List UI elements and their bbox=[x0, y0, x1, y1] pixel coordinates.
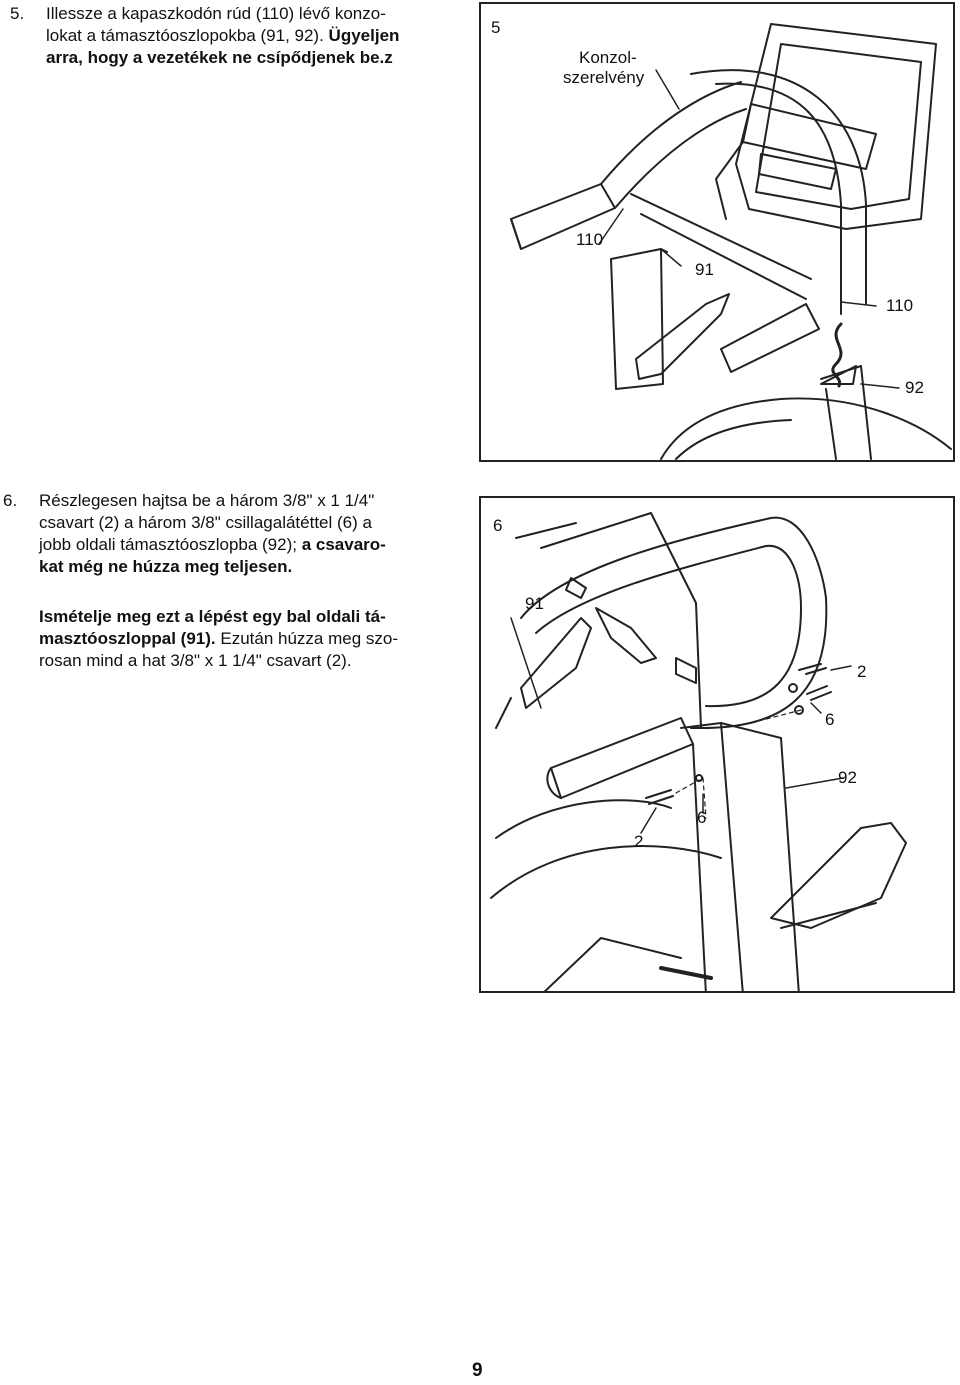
step-5-text: Illessze a kapaszkodón rúd (110) lévő ko… bbox=[46, 3, 399, 69]
label-part-6-top: 6 bbox=[825, 710, 835, 729]
text-line: lokat a támasztóoszlopokba (91, 92). Ügy… bbox=[46, 26, 400, 45]
step-number: 6. bbox=[3, 491, 18, 510]
label-part-110-left: 110 bbox=[576, 230, 604, 249]
step-number: 5. bbox=[10, 4, 25, 23]
label-part-91: 91 bbox=[525, 594, 544, 613]
label-part-110-right: 110 bbox=[886, 296, 914, 315]
figure-5: 5 bbox=[479, 2, 955, 462]
label-console-line2: szerelvény bbox=[563, 68, 645, 87]
label-part-2-bottom: 2 bbox=[634, 832, 644, 851]
text-line: rosan mind a hat 3/8" x 1 1/4" csavart (… bbox=[39, 651, 352, 670]
label-part-2-top: 2 bbox=[857, 662, 867, 681]
label-part-6-bottom: 6 bbox=[697, 808, 707, 827]
step-6-paragraph-1: Részlegesen hajtsa be a három 3/8" x 1 1… bbox=[39, 490, 386, 578]
label-part-92: 92 bbox=[838, 768, 857, 787]
treadmill-console-illustration bbox=[510, 23, 952, 460]
figure-6: 6 bbox=[479, 496, 955, 993]
text-line: jobb oldali támasztóoszlopba (92); a csa… bbox=[39, 535, 386, 554]
text-line: arra, hogy a vezetékek ne csípődjenek be… bbox=[46, 48, 393, 67]
text-line: Illessze a kapaszkodón rúd (110) lévő ko… bbox=[46, 4, 386, 23]
figure-number: 6 bbox=[493, 516, 503, 535]
step-6-paragraph-2: Ismételje meg ezt a lépést egy bal oldal… bbox=[39, 606, 398, 672]
label-part-91: 91 bbox=[695, 260, 714, 279]
label-console-line1: Konzol- bbox=[579, 48, 637, 67]
text-line: kat még ne húzza meg teljesen. bbox=[39, 557, 293, 576]
support-column-bolts-illustration bbox=[490, 512, 907, 991]
figure-number: 5 bbox=[491, 18, 501, 37]
label-part-92: 92 bbox=[905, 378, 924, 397]
text-line: masztóoszloppal (91). Ezután húzza meg s… bbox=[39, 629, 399, 648]
text-line: Részlegesen hajtsa be a három 3/8" x 1 1… bbox=[39, 491, 375, 510]
step-5-instructions: 5. Illessze a kapaszkodón rúd (110) lévő… bbox=[10, 3, 460, 73]
page-number: 9 bbox=[472, 1360, 483, 1381]
text-line: Ismételje meg ezt a lépést egy bal oldal… bbox=[39, 607, 386, 626]
text-line: csavart (2) a három 3/8" csillagalátétte… bbox=[39, 513, 372, 532]
step-6-instructions: 6. Részlegesen hajtsa be a három 3/8" x … bbox=[3, 490, 463, 680]
